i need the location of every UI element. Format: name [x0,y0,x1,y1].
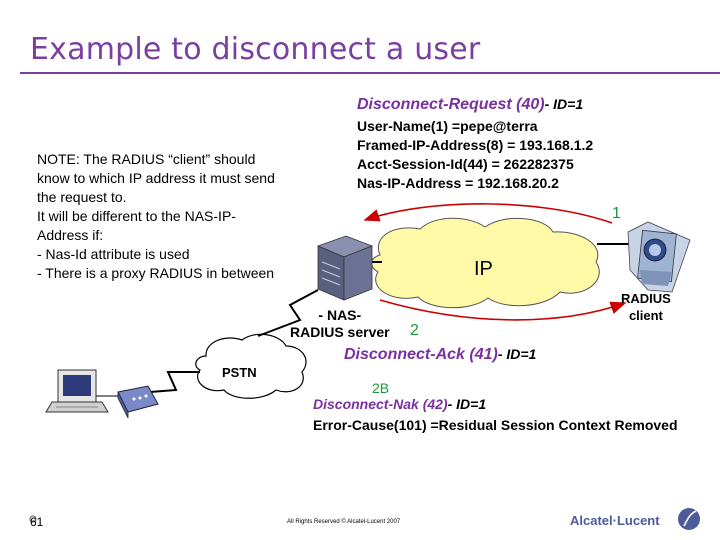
request-name: Disconnect-Request (40) [357,96,545,113]
note-line: It will be different to the NAS-IP- [37,208,236,224]
alcatel-lucent-logo-icon [678,508,700,530]
request-attribute-3: Acct-Session-Id(44) = 262282375 [357,156,574,172]
nas-pstn-link [257,289,319,337]
nas-radius-server-label: - NAS- RADIUS server [290,307,390,341]
ack-arrow [379,299,627,321]
modem-icon [117,385,159,419]
error-cause-label: Error-Cause(101) =Residual Session Conte… [313,417,678,433]
request-attribute-2: Framed-IP-Address(8) = 193.168.1.2 [357,137,594,153]
step-1-label: 1 [612,205,621,222]
radius-client-label: RADIUS client [621,290,671,324]
disconnect-request-label: Disconnect-Request (40)- ID=1 [357,96,583,114]
ip-cloud [371,217,600,309]
note-line: NOTE: The RADIUS “client” should [37,151,256,167]
disconnect-ack-label: Disconnect-Ack (41)- ID=1 [344,346,536,364]
nas-label-line: - NAS- [318,307,362,323]
nas-label-line: RADIUS server [290,324,390,340]
note-line: - There is a proxy RADIUS in between [37,265,275,281]
copyright-footer: All Rights Reserved © Alcatel-Lucent 200… [287,519,401,525]
step-2-label: 2 [410,322,419,339]
note-line: Address if: [37,227,104,243]
computer-icon [45,369,109,413]
page-number: 61 [30,515,44,529]
radius-client-label-line: RADIUS [621,291,671,306]
note-text: NOTE: The RADIUS “client” should know to… [37,150,275,283]
step-2b-label: 2B [372,380,390,396]
ack-name: Disconnect-Ack (41) [344,346,498,363]
request-id: - ID=1 [544,96,584,112]
ack-id: - ID=1 [497,346,537,362]
radius-client-label-line: client [628,308,663,323]
request-attribute-1: User-Name(1) =pepe@terra [357,118,538,134]
page-bullet-icon [29,515,37,523]
pstn-label: PSTN [222,365,257,380]
nas-server-icon [316,235,374,301]
note-line: the request to. [37,189,127,205]
radius-client-icon [627,221,691,293]
nak-name: Disconnect-Nak (42) [313,396,448,412]
nak-id: - ID=1 [447,396,487,412]
ip-cloud-label: IP [474,258,493,280]
note-line: know to which IP address it must send [37,170,275,186]
request-attribute-4: Nas-IP-Address = 192.168.20.2 [357,175,559,191]
disconnect-nak-label: Disconnect-Nak (42)- ID=1 [313,396,486,412]
title-underline [20,72,720,74]
alcatel-lucent-logo-text: Alcatel·Lucent [570,513,660,528]
slide-title: Example to disconnect a user [30,32,481,67]
note-line: - Nas-Id attribute is used [37,246,190,262]
request-arrow [363,203,613,224]
pstn-modem-link [149,371,200,393]
